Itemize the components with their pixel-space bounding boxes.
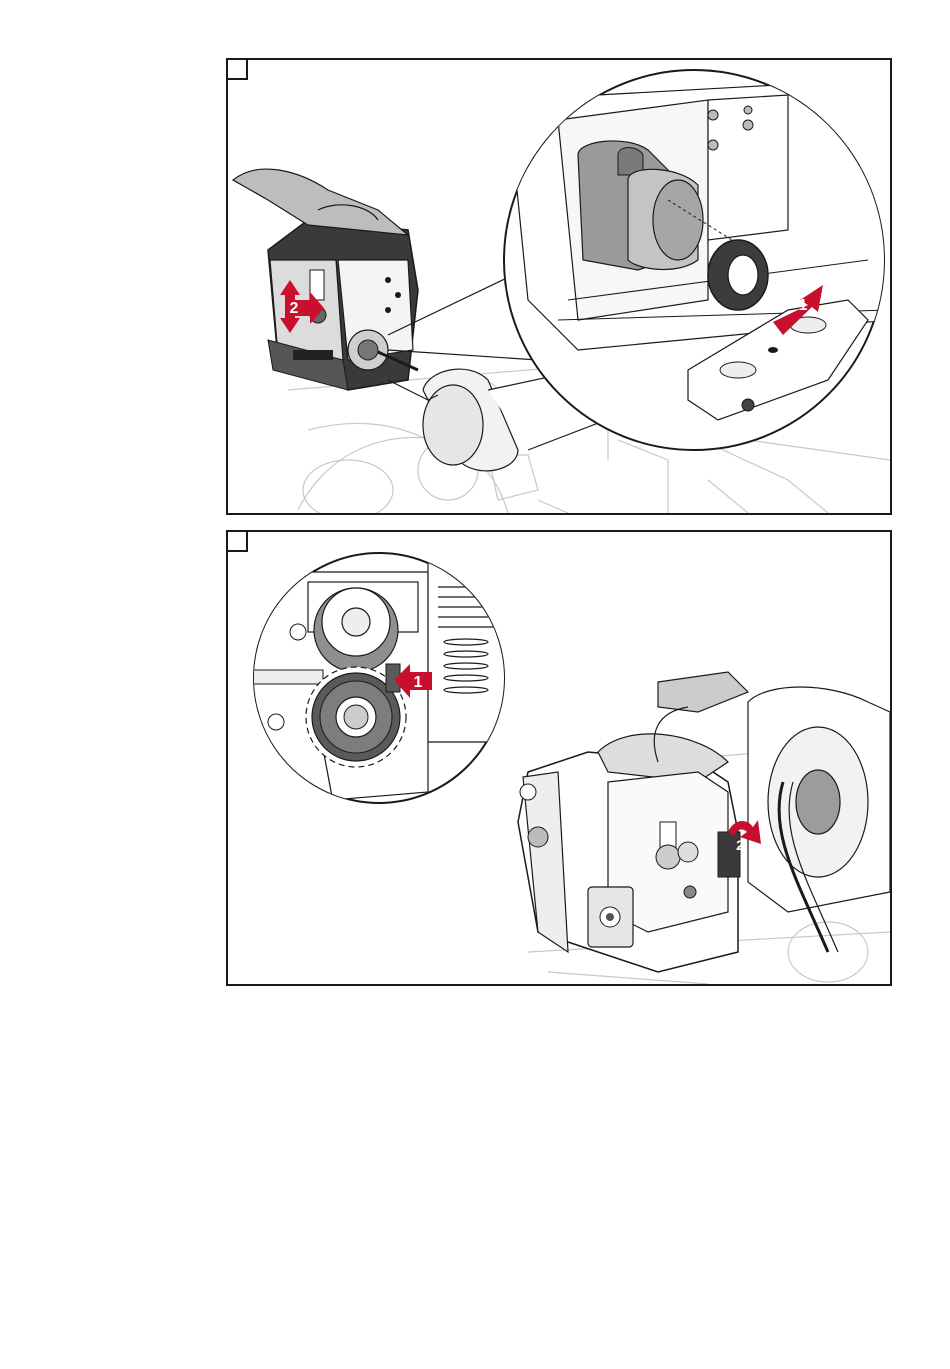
illustration-panel-2: 2 [226,530,892,986]
marker-label-2: 2 [290,300,299,317]
wirefeeder-housing [233,169,438,400]
wirefeeder-housing [518,672,748,972]
marker-label-2: 2 [736,837,744,853]
wirefeeder-assembly-illustration: 2 [228,60,890,513]
marker-label-1: 1 [414,674,423,691]
zoom-detail: 1 [504,70,890,450]
drive-roll-illustration: 2 [228,532,890,984]
marker-label-1: 1 [799,297,808,314]
zoom-detail: 1 [253,553,508,803]
illustration-panel-1: 2 [226,58,892,515]
drive-cylinder [748,687,890,952]
